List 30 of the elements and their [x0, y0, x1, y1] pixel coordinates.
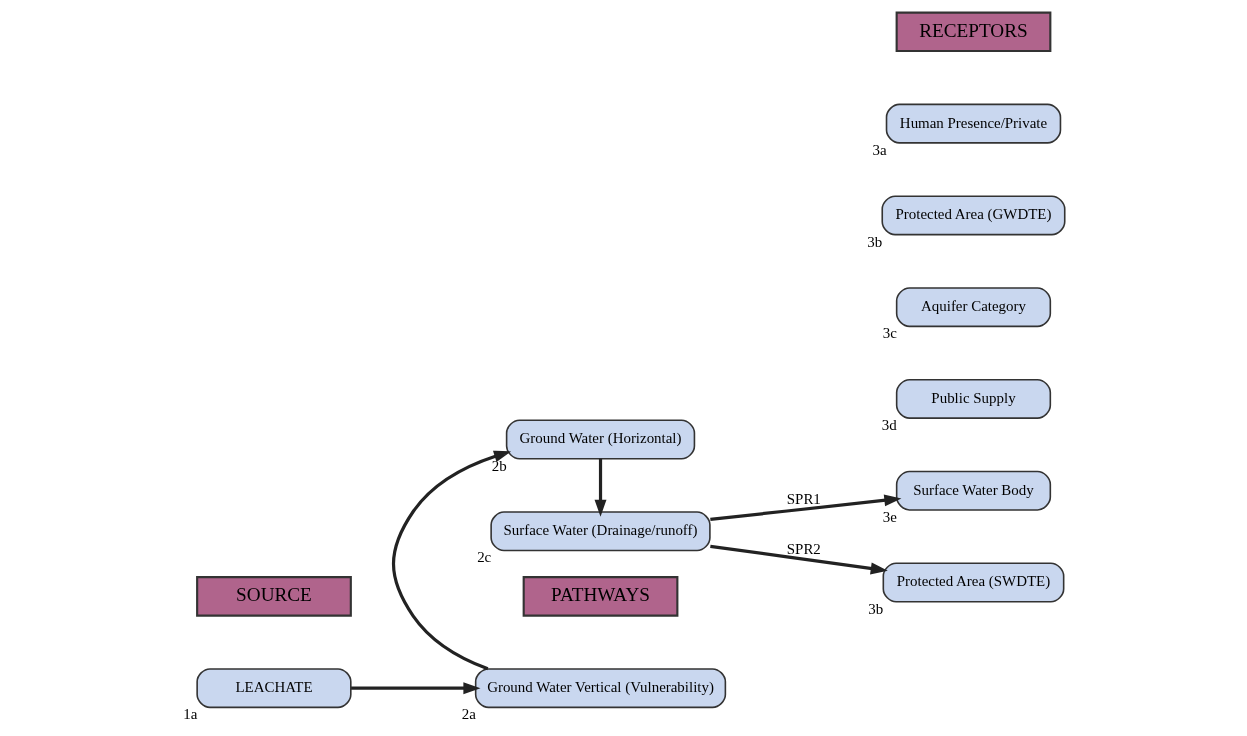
- edge-label: SPR2: [786, 540, 821, 557]
- node-label: 3a: [872, 141, 887, 158]
- node-box: Public Supply: [895, 378, 1051, 419]
- node-box: Protected Area (GWDTE): [880, 195, 1066, 236]
- node-box: PATHWAYS: [522, 576, 678, 617]
- arrow: [391, 450, 511, 671]
- node-box: Surface Water (Drainage/runoff): [489, 511, 711, 552]
- arrow: [350, 682, 480, 695]
- node-box: LEACHATE: [195, 668, 352, 709]
- node-label: 2c: [476, 549, 491, 566]
- arrow: [594, 458, 606, 517]
- node-box: RECEPTORS: [895, 11, 1051, 53]
- node-label: 3b: [866, 233, 882, 250]
- node-label: 3d: [881, 417, 897, 434]
- arrow: [709, 544, 888, 575]
- node-label: 2b: [491, 457, 507, 474]
- node-label: 1a: [182, 706, 197, 723]
- arrow: [709, 494, 901, 521]
- node-box: Aquifer Category: [895, 287, 1051, 328]
- node-box: Surface Water Body: [895, 470, 1051, 511]
- node-box: Ground Water (Horizontal): [505, 419, 695, 460]
- edge-label: SPR1: [786, 490, 821, 507]
- node-box: Protected Area (SWDTE): [882, 562, 1064, 603]
- node-box: SOURCE: [195, 576, 352, 617]
- node-label: 2a: [461, 706, 476, 723]
- node-label: 3b: [867, 600, 883, 617]
- node-label: 3e: [882, 508, 897, 525]
- node-box: Human Presence/Private: [885, 103, 1061, 144]
- node-label: 3c: [882, 325, 897, 342]
- node-box: Ground Water Vertical (Vulnerability): [474, 668, 726, 709]
